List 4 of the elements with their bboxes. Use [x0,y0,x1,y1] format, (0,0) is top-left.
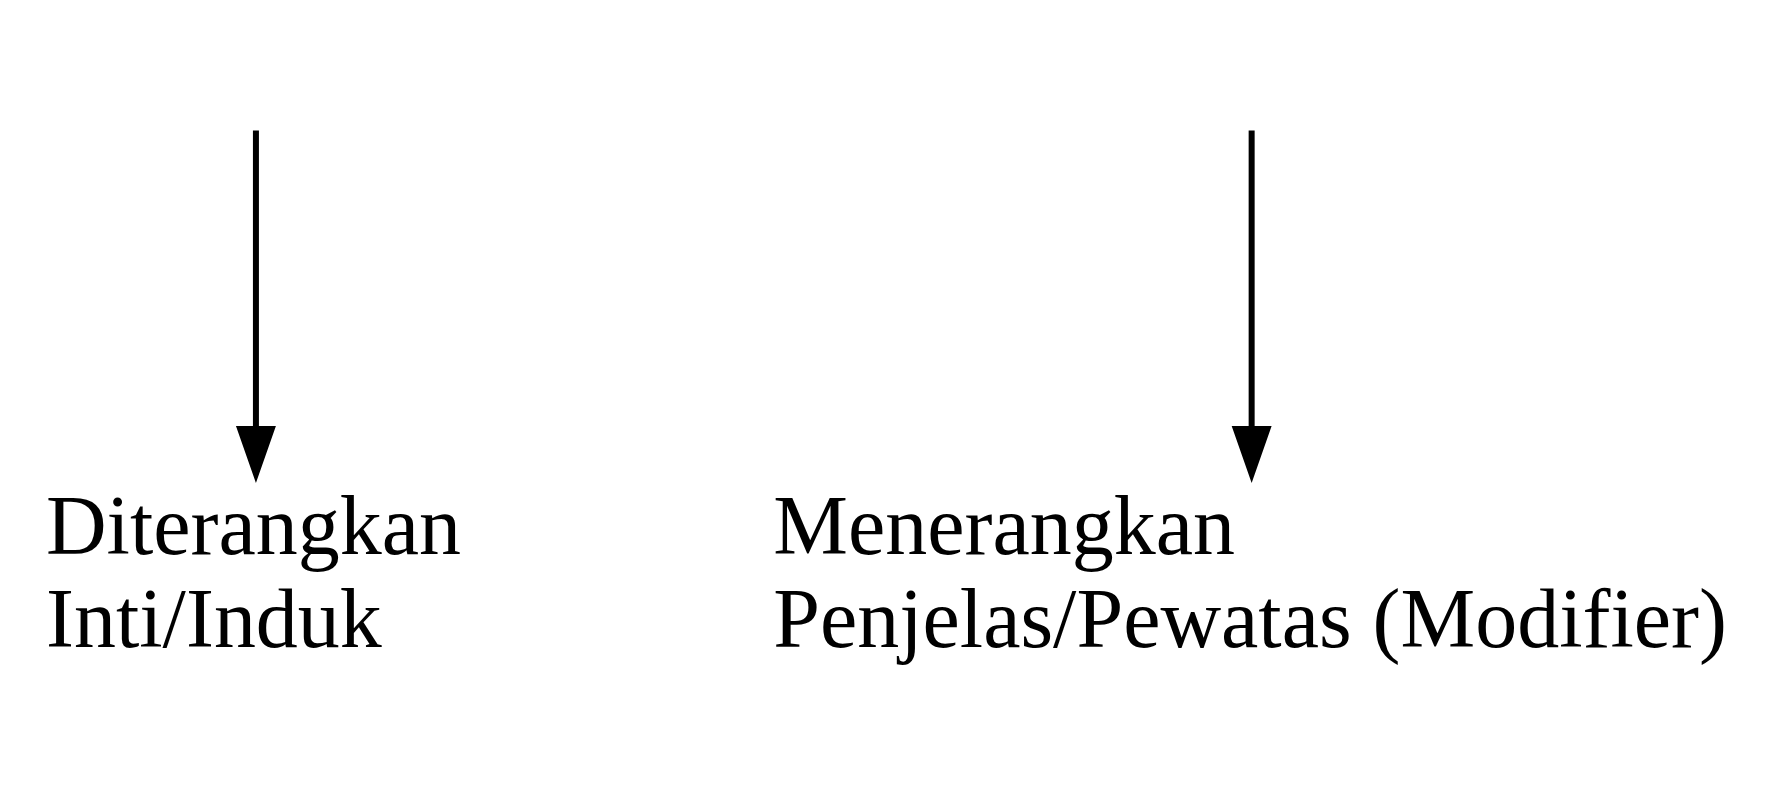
arrow [1231,130,1272,483]
node-text: Diterangkan Inti/Induk [45,478,462,665]
arrow [235,130,276,483]
node-text: Menerangkan Penjelas/Pewatas (Modifier) [773,478,1727,665]
